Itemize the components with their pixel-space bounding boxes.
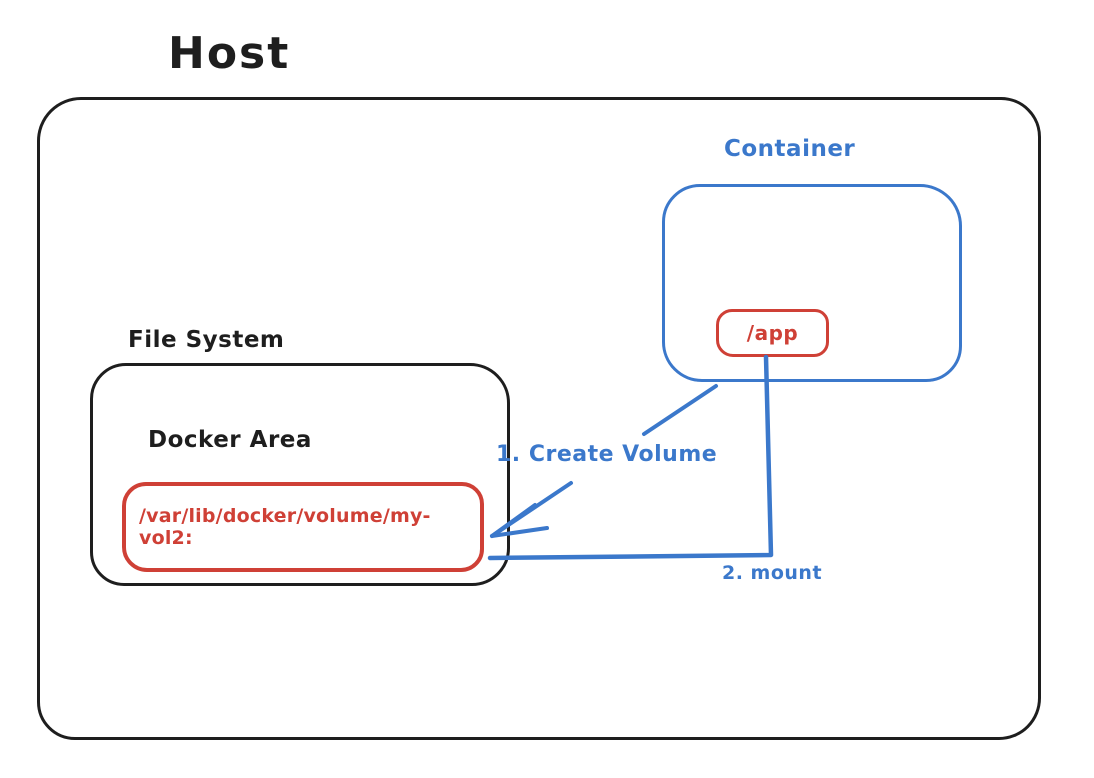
- container-box: [662, 184, 962, 382]
- docker-area-label: Docker Area: [148, 427, 312, 453]
- app-label: /app: [746, 321, 799, 345]
- app-box: /app: [716, 309, 829, 357]
- create-volume-label: 1. Create Volume: [496, 442, 718, 467]
- host-box: [37, 97, 1041, 740]
- container-label: Container: [724, 136, 856, 162]
- host-title: Host: [168, 28, 291, 79]
- volume-path-label: /var/lib/docker/volume/my-vol2:: [139, 505, 431, 549]
- file-system-label: File System: [128, 327, 285, 353]
- mount-label: 2. mount: [722, 562, 823, 584]
- volume-box: /var/lib/docker/volume/my-vol2:: [122, 482, 484, 572]
